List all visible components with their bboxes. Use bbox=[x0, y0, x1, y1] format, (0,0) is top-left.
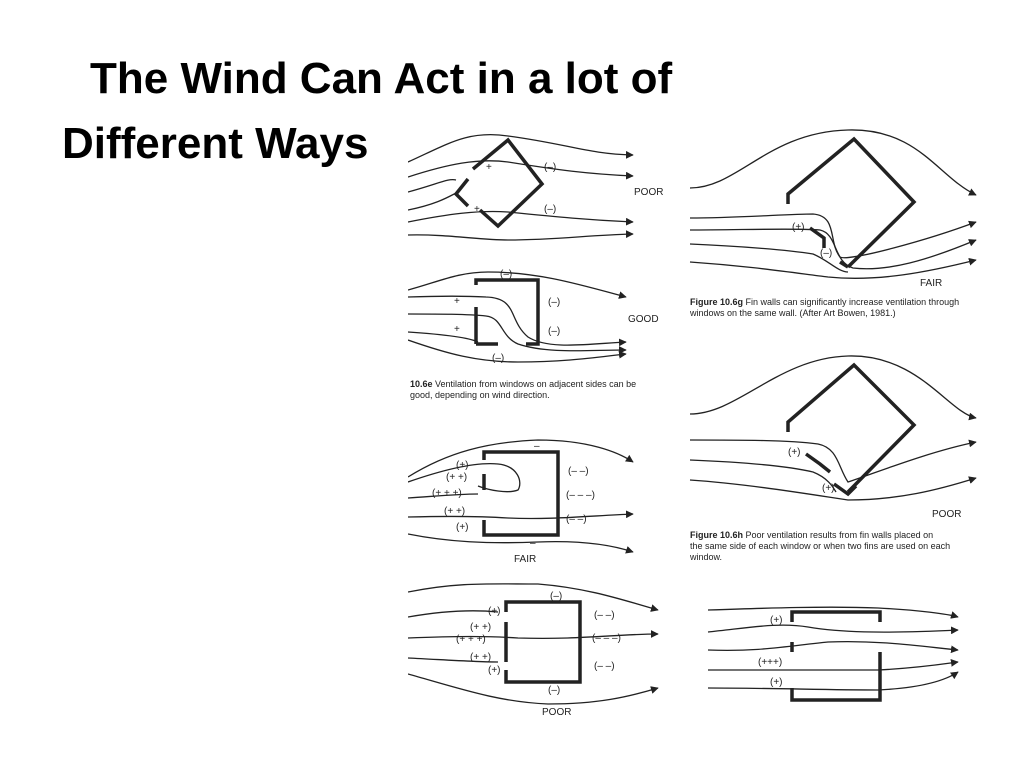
pressure-label: (– –) bbox=[594, 610, 615, 621]
pressure-label: (–) bbox=[544, 204, 556, 215]
pressure-label: (–) bbox=[820, 248, 832, 259]
pressure-label: (+++) bbox=[758, 657, 782, 668]
pressure-label: (–) bbox=[500, 269, 512, 280]
caption-10-6h-line-1: Figure 10.6h Poor ventilation results fr… bbox=[690, 530, 933, 540]
building-square-through bbox=[790, 610, 882, 702]
pressure-label: (–) bbox=[548, 685, 560, 696]
pressure-label: (+) bbox=[488, 665, 501, 676]
pressure-label: (+ + +) bbox=[456, 634, 486, 645]
rating-label: GOOD bbox=[628, 314, 659, 325]
pressure-label: (–) bbox=[550, 591, 562, 602]
rating-label: FAIR bbox=[514, 554, 536, 565]
pressure-label: (– – –) bbox=[592, 633, 621, 644]
pressure-label: (+) bbox=[792, 222, 805, 233]
pressure-label: (+) bbox=[770, 615, 783, 626]
building-poor-fins bbox=[786, 362, 917, 497]
pressure-label: (– –) bbox=[566, 514, 587, 525]
diagram-fair-square bbox=[408, 439, 634, 554]
rating-label: POOR bbox=[932, 509, 961, 520]
diagram-fair-fins bbox=[689, 129, 977, 279]
pressure-label: + bbox=[474, 204, 480, 215]
caption-10-6h-line-2: the same side of each window or when two… bbox=[690, 541, 950, 551]
rating-label: POOR bbox=[634, 187, 663, 198]
pressure-label: (+) bbox=[822, 483, 835, 494]
diagram-square-through bbox=[707, 606, 959, 691]
pressure-label: (+) bbox=[456, 460, 469, 471]
pressure-label: (– –) bbox=[594, 661, 615, 672]
ventilation-figure: + + (–) (–) POOR (–) + + (–) (–) (–) GOO… bbox=[408, 122, 980, 722]
diagram-poor-fins bbox=[689, 355, 977, 501]
pressure-label: (+ +) bbox=[470, 652, 491, 663]
pressure-label: + bbox=[486, 162, 492, 173]
pressure-label: (+) bbox=[770, 677, 783, 688]
caption-10-6e-line-2: good, depending on wind direction. bbox=[410, 390, 550, 400]
caption-10-6e-line-1: 10.6e Ventilation from windows on adjace… bbox=[410, 379, 636, 389]
pressure-label: (–) bbox=[548, 297, 560, 308]
caption-10-6g-line-1: Figure 10.6g Fin walls can significantly… bbox=[690, 297, 959, 307]
building-poor-rotated bbox=[453, 137, 545, 229]
slide-title-line-2: Different Ways bbox=[62, 119, 369, 168]
pressure-label: (+ + +) bbox=[432, 488, 462, 499]
building-fair-square bbox=[482, 450, 560, 537]
building-fair-fins bbox=[786, 136, 917, 269]
diagram-good-adjacent bbox=[408, 271, 627, 363]
pressure-label: (+) bbox=[488, 606, 501, 617]
pressure-label: – bbox=[534, 441, 540, 452]
diagram-poor-square bbox=[408, 583, 659, 705]
rating-label: POOR bbox=[542, 707, 571, 718]
pressure-label: + bbox=[454, 296, 460, 307]
pressure-label: (–) bbox=[548, 326, 560, 337]
pressure-label: – bbox=[530, 538, 536, 549]
pressure-label: (+) bbox=[456, 522, 469, 533]
slide-title-line-1: The Wind Can Act in a lot of bbox=[90, 54, 673, 103]
pressure-label: (– – –) bbox=[566, 490, 595, 501]
pressure-label: (+ +) bbox=[470, 622, 491, 633]
rating-label: FAIR bbox=[920, 278, 942, 289]
pressure-label: (+ +) bbox=[446, 472, 467, 483]
pressure-label: + bbox=[454, 324, 460, 335]
pressure-label: (– –) bbox=[568, 466, 589, 477]
diagram-poor-rotated bbox=[408, 133, 634, 241]
pressure-label: (+) bbox=[788, 447, 801, 458]
building-good-adjacent bbox=[474, 278, 540, 346]
pressure-label: (–) bbox=[492, 353, 504, 364]
caption-10-6h-line-3: window. bbox=[689, 552, 722, 562]
pressure-label: (+ +) bbox=[444, 506, 465, 517]
building-poor-square bbox=[504, 600, 582, 684]
pressure-label: (–) bbox=[544, 162, 556, 173]
caption-10-6g-line-2: windows on the same wall. (After Art Bow… bbox=[689, 308, 896, 318]
